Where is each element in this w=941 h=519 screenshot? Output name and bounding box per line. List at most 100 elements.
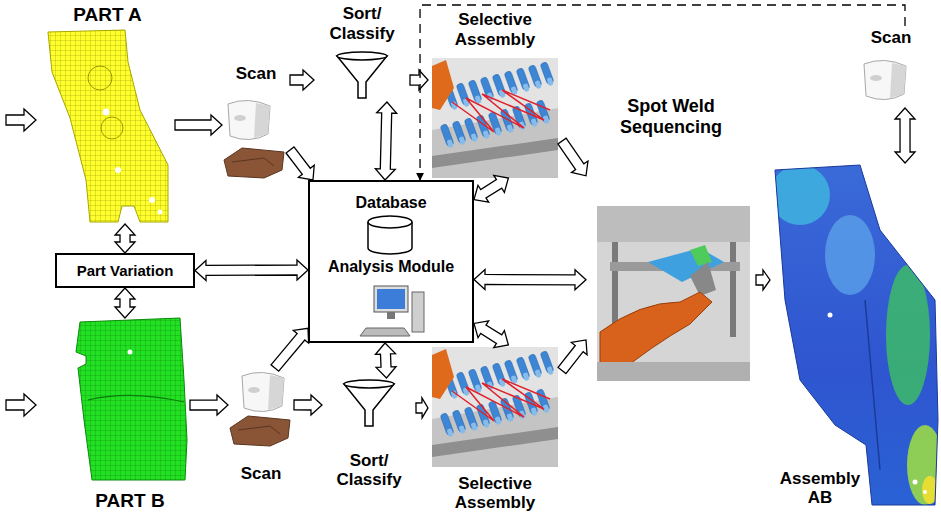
part-a-hole — [149, 197, 155, 203]
part-a-hole — [158, 210, 163, 215]
node-label: Scan — [236, 64, 277, 84]
part-a-hole — [115, 167, 121, 173]
block-arrow — [375, 343, 396, 378]
node-label: Selective Assembly — [428, 474, 562, 513]
node-label: Assembly AB — [775, 469, 865, 508]
spot-weld-cell: Spot Weld Sequencing — [586, 96, 756, 381]
scanner-icon — [228, 100, 270, 139]
scanner-icon — [242, 372, 284, 411]
fixture-icon — [224, 148, 284, 178]
part-b-crease — [88, 395, 184, 402]
dashed-arrow — [420, 5, 905, 180]
cell-floor — [597, 362, 750, 381]
sort-classify-station: Sort/ Classify — [322, 378, 416, 502]
block-arrow — [290, 70, 314, 90]
block-arrow — [410, 70, 428, 90]
block-arrow — [190, 395, 228, 415]
part-a-hole — [103, 109, 110, 116]
node-label: Database — [355, 194, 426, 212]
selective-assembly-cell: Selective Assembly — [428, 10, 562, 178]
assembly-outline — [775, 165, 938, 505]
node-label: Part Variation — [77, 262, 174, 279]
computer-icon — [360, 286, 424, 336]
cell-ground — [597, 206, 750, 381]
monitor-screen — [377, 289, 405, 309]
part-a-figure — [48, 30, 168, 222]
part-figure: PART A — [40, 2, 175, 224]
block-arrow — [286, 147, 314, 180]
node-label: Scan — [871, 28, 912, 48]
node-label: Selective Assembly — [428, 10, 562, 49]
assembly-hole — [923, 490, 927, 494]
database-top — [368, 216, 412, 228]
weld-gun — [690, 262, 716, 296]
part-b-mesh — [76, 318, 187, 480]
monitor-stand — [387, 312, 395, 319]
database-icon — [368, 216, 412, 254]
scan-station: Scan — [222, 62, 290, 182]
part-b-hole — [128, 350, 133, 355]
assembly-hole — [913, 480, 918, 485]
block-arrow — [474, 321, 508, 348]
process-box: Part Variation — [55, 253, 195, 288]
block-arrow — [474, 175, 508, 202]
part-a-mesh — [48, 30, 168, 222]
funnel-icon — [337, 52, 387, 98]
computer-tower — [412, 292, 424, 332]
block-arrow — [175, 115, 222, 135]
block-arrow — [115, 224, 135, 253]
block-arrow — [294, 395, 322, 415]
deviation-map — [770, 165, 941, 505]
fixture-icon — [230, 416, 290, 446]
monitor — [374, 286, 408, 312]
node-label: Spot Weld Sequencing — [586, 96, 756, 137]
node-label: Scan — [241, 464, 282, 484]
selective-assembly-image — [432, 58, 558, 178]
assembly-part-hotspot — [690, 245, 712, 266]
input-arrow — [6, 109, 36, 131]
node-label: PART A — [73, 4, 142, 26]
selective-assembly-cell: Selective Assembly — [428, 345, 562, 515]
block-arrow — [271, 328, 309, 371]
deviation-area — [825, 215, 875, 295]
part-a-dent — [101, 117, 123, 139]
block-arrow — [474, 269, 586, 289]
selective-assembly-image — [432, 347, 558, 467]
assembly-hole — [828, 313, 833, 318]
sort-classify-station: Sort/ Classify — [314, 2, 410, 102]
block-arrow — [416, 398, 428, 418]
scanner-icon — [864, 60, 906, 99]
input-arrow — [6, 394, 36, 416]
node-label: Analysis Module — [328, 258, 454, 276]
scan-station: Scan — [858, 26, 924, 108]
scan-station: Scan — [228, 368, 294, 488]
assembly-crease — [865, 300, 880, 470]
part-figure: PART B — [70, 318, 190, 514]
block-arrow — [756, 270, 770, 290]
assembly-part — [648, 248, 724, 282]
cell-beam — [597, 206, 750, 242]
assembly-ab-figure — [770, 165, 941, 505]
part-b-figure — [76, 318, 187, 480]
part-a-dent — [88, 66, 112, 90]
node-label: Sort/ Classify — [314, 4, 410, 43]
block-arrow — [115, 288, 135, 318]
part-a-shape — [48, 30, 168, 222]
analysis-box: DatabaseAnalysis Module — [308, 180, 474, 343]
keyboard — [360, 328, 410, 336]
block-arrow — [375, 102, 396, 180]
node-label: PART B — [95, 490, 164, 512]
block-arrow — [895, 108, 915, 163]
block-arrow — [558, 340, 587, 374]
part-b-shape — [76, 318, 187, 480]
block-arrow — [558, 138, 588, 176]
funnel-icon — [344, 380, 394, 426]
block-arrow — [195, 260, 308, 280]
assembly-figure: Assembly AB — [770, 163, 938, 508]
cell-post — [730, 242, 736, 337]
node-label: Sort/ Classify — [322, 451, 416, 490]
